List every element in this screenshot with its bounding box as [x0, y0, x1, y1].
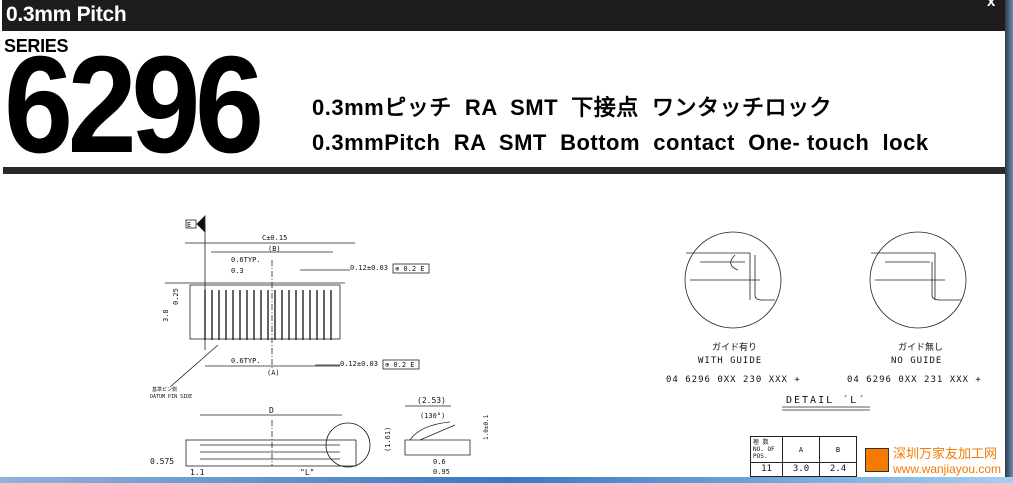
datum-pin-en: DATUM PIN SIDE	[150, 394, 192, 400]
drawing-line	[404, 424, 471, 456]
dim-typ1: 0.6TYP.	[231, 256, 261, 264]
page-title: 0.3mm Pitch	[6, 3, 127, 26]
datum-e-label: E	[187, 221, 191, 229]
detail-with-guide-en: WITH GUIDE	[698, 356, 762, 366]
drawing-line	[684, 231, 782, 329]
dim-d: D	[269, 406, 274, 415]
divider	[3, 167, 1005, 174]
subtitle-jp: 0.3mmピッチ RA SMT 下接点 ワンタッチロック	[312, 95, 833, 120]
close-icon[interactable]: x	[987, 0, 996, 10]
part-number-with-guide: 04 6296 0XX 230 XXX +	[666, 375, 801, 385]
table-cell-pos: 11	[750, 462, 783, 477]
drawing-line	[204, 290, 332, 340]
dim-095: 0.95	[433, 468, 450, 476]
position-tol2: ⊕ 0.2 E	[385, 361, 415, 369]
drawing-line	[196, 215, 206, 233]
datum-pin-jp: 基準ピン側	[152, 386, 177, 393]
detail-l-mark: "L"	[300, 468, 314, 477]
detail-no-guide	[869, 231, 967, 329]
drawing-line	[200, 444, 340, 460]
window-border	[1005, 0, 1013, 483]
dim-03: 0.3	[231, 267, 244, 275]
title-bar: 0.3mm Pitch	[2, 0, 1005, 31]
dim-typ2: 0.6TYP.	[231, 357, 261, 365]
side-view: (2.53) (130°) (1.61) 1.0±0.1 0.6 0.95	[384, 396, 490, 476]
drawing-line	[392, 263, 430, 274]
dimension-table: 極 数 NO. OF POS. A B 11 3.0 2.4	[750, 436, 857, 477]
dim-b: (B)	[268, 245, 281, 253]
drawing-line	[871, 252, 962, 301]
tol2: 0.12±0.03	[340, 360, 378, 368]
drawing-line	[382, 359, 420, 370]
datum-e-box	[185, 219, 197, 229]
drawing-line	[686, 252, 775, 301]
drawing-line	[782, 406, 870, 411]
drawing-line	[325, 422, 371, 468]
dim-130: (130°)	[420, 412, 445, 420]
table-header-a: A	[782, 436, 820, 463]
front-view: D 0.575 1.1 "L"	[150, 406, 371, 477]
part-number-no-guide: 04 6296 0XX 231 XXX +	[847, 375, 982, 385]
dim-025: 0.25	[172, 288, 180, 305]
table-cell-b: 2.4	[819, 462, 857, 477]
dim-c: C±0.15	[262, 234, 287, 242]
drawing-line	[169, 344, 219, 388]
series-number: 6296	[4, 28, 264, 182]
tol1: 0.12±0.03	[350, 264, 388, 272]
detail-no-guide-jp: ガイド無し	[898, 341, 943, 353]
dim-38: 3.8	[162, 309, 170, 322]
drawing-line	[185, 439, 357, 467]
watermark: 深圳万家友加工网 www.wanjiayou.com	[859, 440, 1005, 477]
drawing-line	[204, 290, 332, 340]
dim-253: (2.53)	[417, 396, 446, 405]
detail-with-guide-jp: ガイド有り	[712, 341, 757, 353]
watermark-logo-icon	[865, 448, 889, 472]
table-header-pos: 極 数 NO. OF POS.	[750, 436, 783, 463]
detail-title: DETAIL ´L´	[786, 394, 866, 406]
dim-06: 0.6	[433, 458, 446, 466]
top-view: E C±0.15 (B) 0.6TYP. 0.3 0.12±0.03 ⊕ 0.2…	[150, 215, 430, 400]
dim-11: 1.1	[190, 468, 205, 477]
table-cell-a: 3.0	[782, 462, 820, 477]
drawing-line	[409, 421, 451, 441]
drawing-line	[869, 231, 967, 329]
technical-drawing: E C±0.15 (B) 0.6TYP. 0.3 0.12±0.03 ⊕ 0.2…	[150, 215, 982, 477]
detail-with-guide	[684, 231, 782, 329]
dim-a: (A)	[267, 369, 280, 377]
taskbar	[0, 477, 1013, 483]
drawing-line	[189, 284, 341, 340]
dim-0575: 0.575	[150, 457, 174, 466]
series-label: SERIES	[4, 36, 69, 56]
subtitle-en: 0.3mmPitch RA SMT Bottom contact One- to…	[312, 130, 929, 155]
position-tol1: ⊕ 0.2 E	[395, 265, 425, 273]
dim-104: 1.0±0.1	[483, 414, 490, 440]
detail-no-guide-en: NO GUIDE	[891, 356, 942, 366]
watermark-cn: 深圳万家友加工网	[893, 446, 998, 461]
dim-161: (1.61)	[384, 427, 392, 452]
watermark-url: www.wanjiayou.com	[893, 462, 1002, 476]
table-header-b: B	[819, 436, 857, 463]
